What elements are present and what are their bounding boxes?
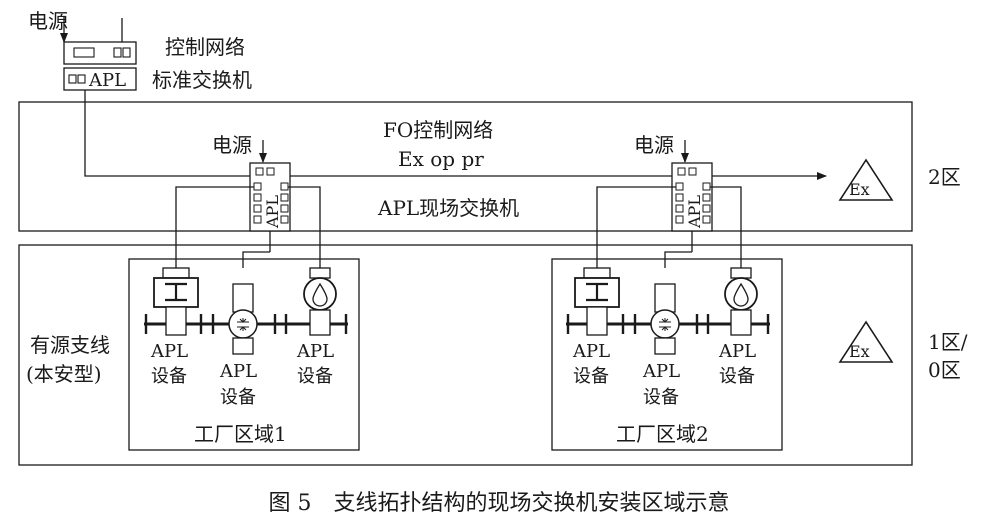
plant-area-2-box <box>551 258 783 451</box>
fo-backbone-line <box>84 90 827 180</box>
power-label-fs2: 电源 <box>634 133 674 157</box>
fs1-to-dev2-line <box>242 251 270 268</box>
standard-switch-device <box>63 67 137 91</box>
plant-area-2: APL 设备 APL 设备 APL 设备 工厂区域2 <box>551 186 783 451</box>
switch-apl-port: APL <box>88 70 126 91</box>
dev6-apl: APL <box>718 341 756 362</box>
fs2-to-dev1-line <box>596 186 676 268</box>
dev2-flow-circle <box>228 309 258 339</box>
dev1-stem <box>165 306 187 336</box>
fo-network-label: FO控制网络 <box>383 118 493 142</box>
plant-area-2-label: 工厂区域2 <box>616 422 709 446</box>
figure-caption: 图 5 支线拓扑结构的现场交换机安装区域示意 <box>269 491 730 516</box>
fs1-port-top-a <box>255 167 264 176</box>
dev6-drop-icon <box>733 282 749 307</box>
fs2-to-dev2-line <box>664 251 692 268</box>
zone1-hazard-text: Ex <box>849 342 870 361</box>
dev3-equip: 设备 <box>297 366 333 387</box>
fs2-port-l3 <box>675 204 684 213</box>
switch-port-b <box>77 74 86 84</box>
dev2-flow-icon <box>237 318 249 331</box>
control-network-label: 控制网络 <box>165 35 245 59</box>
plant-area-1: APL 设备 APL 设备 APL 设备 工厂区域1 <box>128 186 360 451</box>
dev6-stem <box>730 309 752 336</box>
standard-switch-label: 标准交换机 <box>152 68 252 92</box>
control-port-wide <box>73 47 95 58</box>
zone1-label-line2: 0区 <box>928 358 961 382</box>
fs1-port-r4 <box>280 215 289 224</box>
fs2-to-dev3-line <box>710 186 742 268</box>
ex-op-pr-label: Ex op pr <box>398 147 484 171</box>
zone2-hazard-triangle <box>838 158 894 201</box>
dev2-equip: 设备 <box>220 387 256 408</box>
spur-label-line2: (本安型) <box>26 362 102 386</box>
fs1-port-top-b <box>266 167 275 176</box>
zone2-label: 2区 <box>928 165 961 189</box>
control-port-a <box>113 47 122 58</box>
fs2-port-r4 <box>702 215 711 224</box>
dev3-apl: APL <box>296 341 334 362</box>
fs1-to-dev3-line <box>288 186 321 268</box>
plant-area-1-box <box>128 258 360 451</box>
fs1-apl-text: APL <box>263 195 282 229</box>
fs2-port-top-a <box>677 167 686 176</box>
dev3-head <box>309 267 331 279</box>
dev4-stem <box>586 306 608 336</box>
fs1-port-r2 <box>280 193 289 202</box>
dev4-head <box>583 267 611 279</box>
dev4-equip: 设备 <box>573 366 609 387</box>
dev6-equip: 设备 <box>719 366 755 387</box>
dev2-stem <box>232 283 254 313</box>
zone1-label-line1: 1区/ <box>928 330 968 354</box>
plant-area-1-label: 工厂区域1 <box>194 422 287 446</box>
dev1-head <box>162 267 190 279</box>
fs2-port-l2 <box>675 193 684 202</box>
dev1-apl: APL <box>150 341 188 362</box>
dev3-stem <box>309 309 331 336</box>
fs2-port-r3 <box>702 204 711 213</box>
dev5-stem <box>654 283 676 313</box>
fs2-apl-text: APL <box>685 195 704 229</box>
fs2-port-l4 <box>675 215 684 224</box>
dev1-equip: 设备 <box>151 366 187 387</box>
field-switch-label: APL现场交换机 <box>377 196 519 220</box>
control-network-device <box>63 41 137 65</box>
fs1-port-l4 <box>253 215 262 224</box>
fs2-port-r2 <box>702 193 711 202</box>
dev2-apl: APL <box>219 361 257 382</box>
dev2-lower <box>232 337 254 355</box>
dev5-flow-circle <box>650 309 680 339</box>
zone2-box <box>18 101 913 232</box>
dev5-equip: 设备 <box>643 387 679 408</box>
dev5-lower <box>654 337 676 355</box>
dev5-flow-icon <box>659 318 671 331</box>
zone1-box <box>18 244 913 466</box>
power-label-fs1: 电源 <box>212 133 252 157</box>
zone1-hazard-triangle <box>838 320 894 363</box>
fs1-to-dev1-line <box>175 186 254 268</box>
dev4-apl: APL <box>572 341 610 362</box>
power-label-top: 电源 <box>28 9 68 33</box>
fs1-port-l2 <box>253 193 262 202</box>
switch-port-a <box>68 74 77 84</box>
dev6-head <box>730 267 752 279</box>
dev3-drop-icon <box>312 282 328 307</box>
fs1-port-l3 <box>253 204 262 213</box>
dev5-apl: APL <box>642 361 680 382</box>
spur-label-line1: 有源支线 <box>30 333 110 357</box>
dev1-symbol-icon <box>165 282 187 302</box>
control-port-b <box>122 47 131 58</box>
fs2-port-top-b <box>688 167 697 176</box>
fs1-port-r3 <box>280 204 289 213</box>
zone2-hazard-text: Ex <box>849 180 870 199</box>
dev4-symbol-icon <box>586 282 608 302</box>
